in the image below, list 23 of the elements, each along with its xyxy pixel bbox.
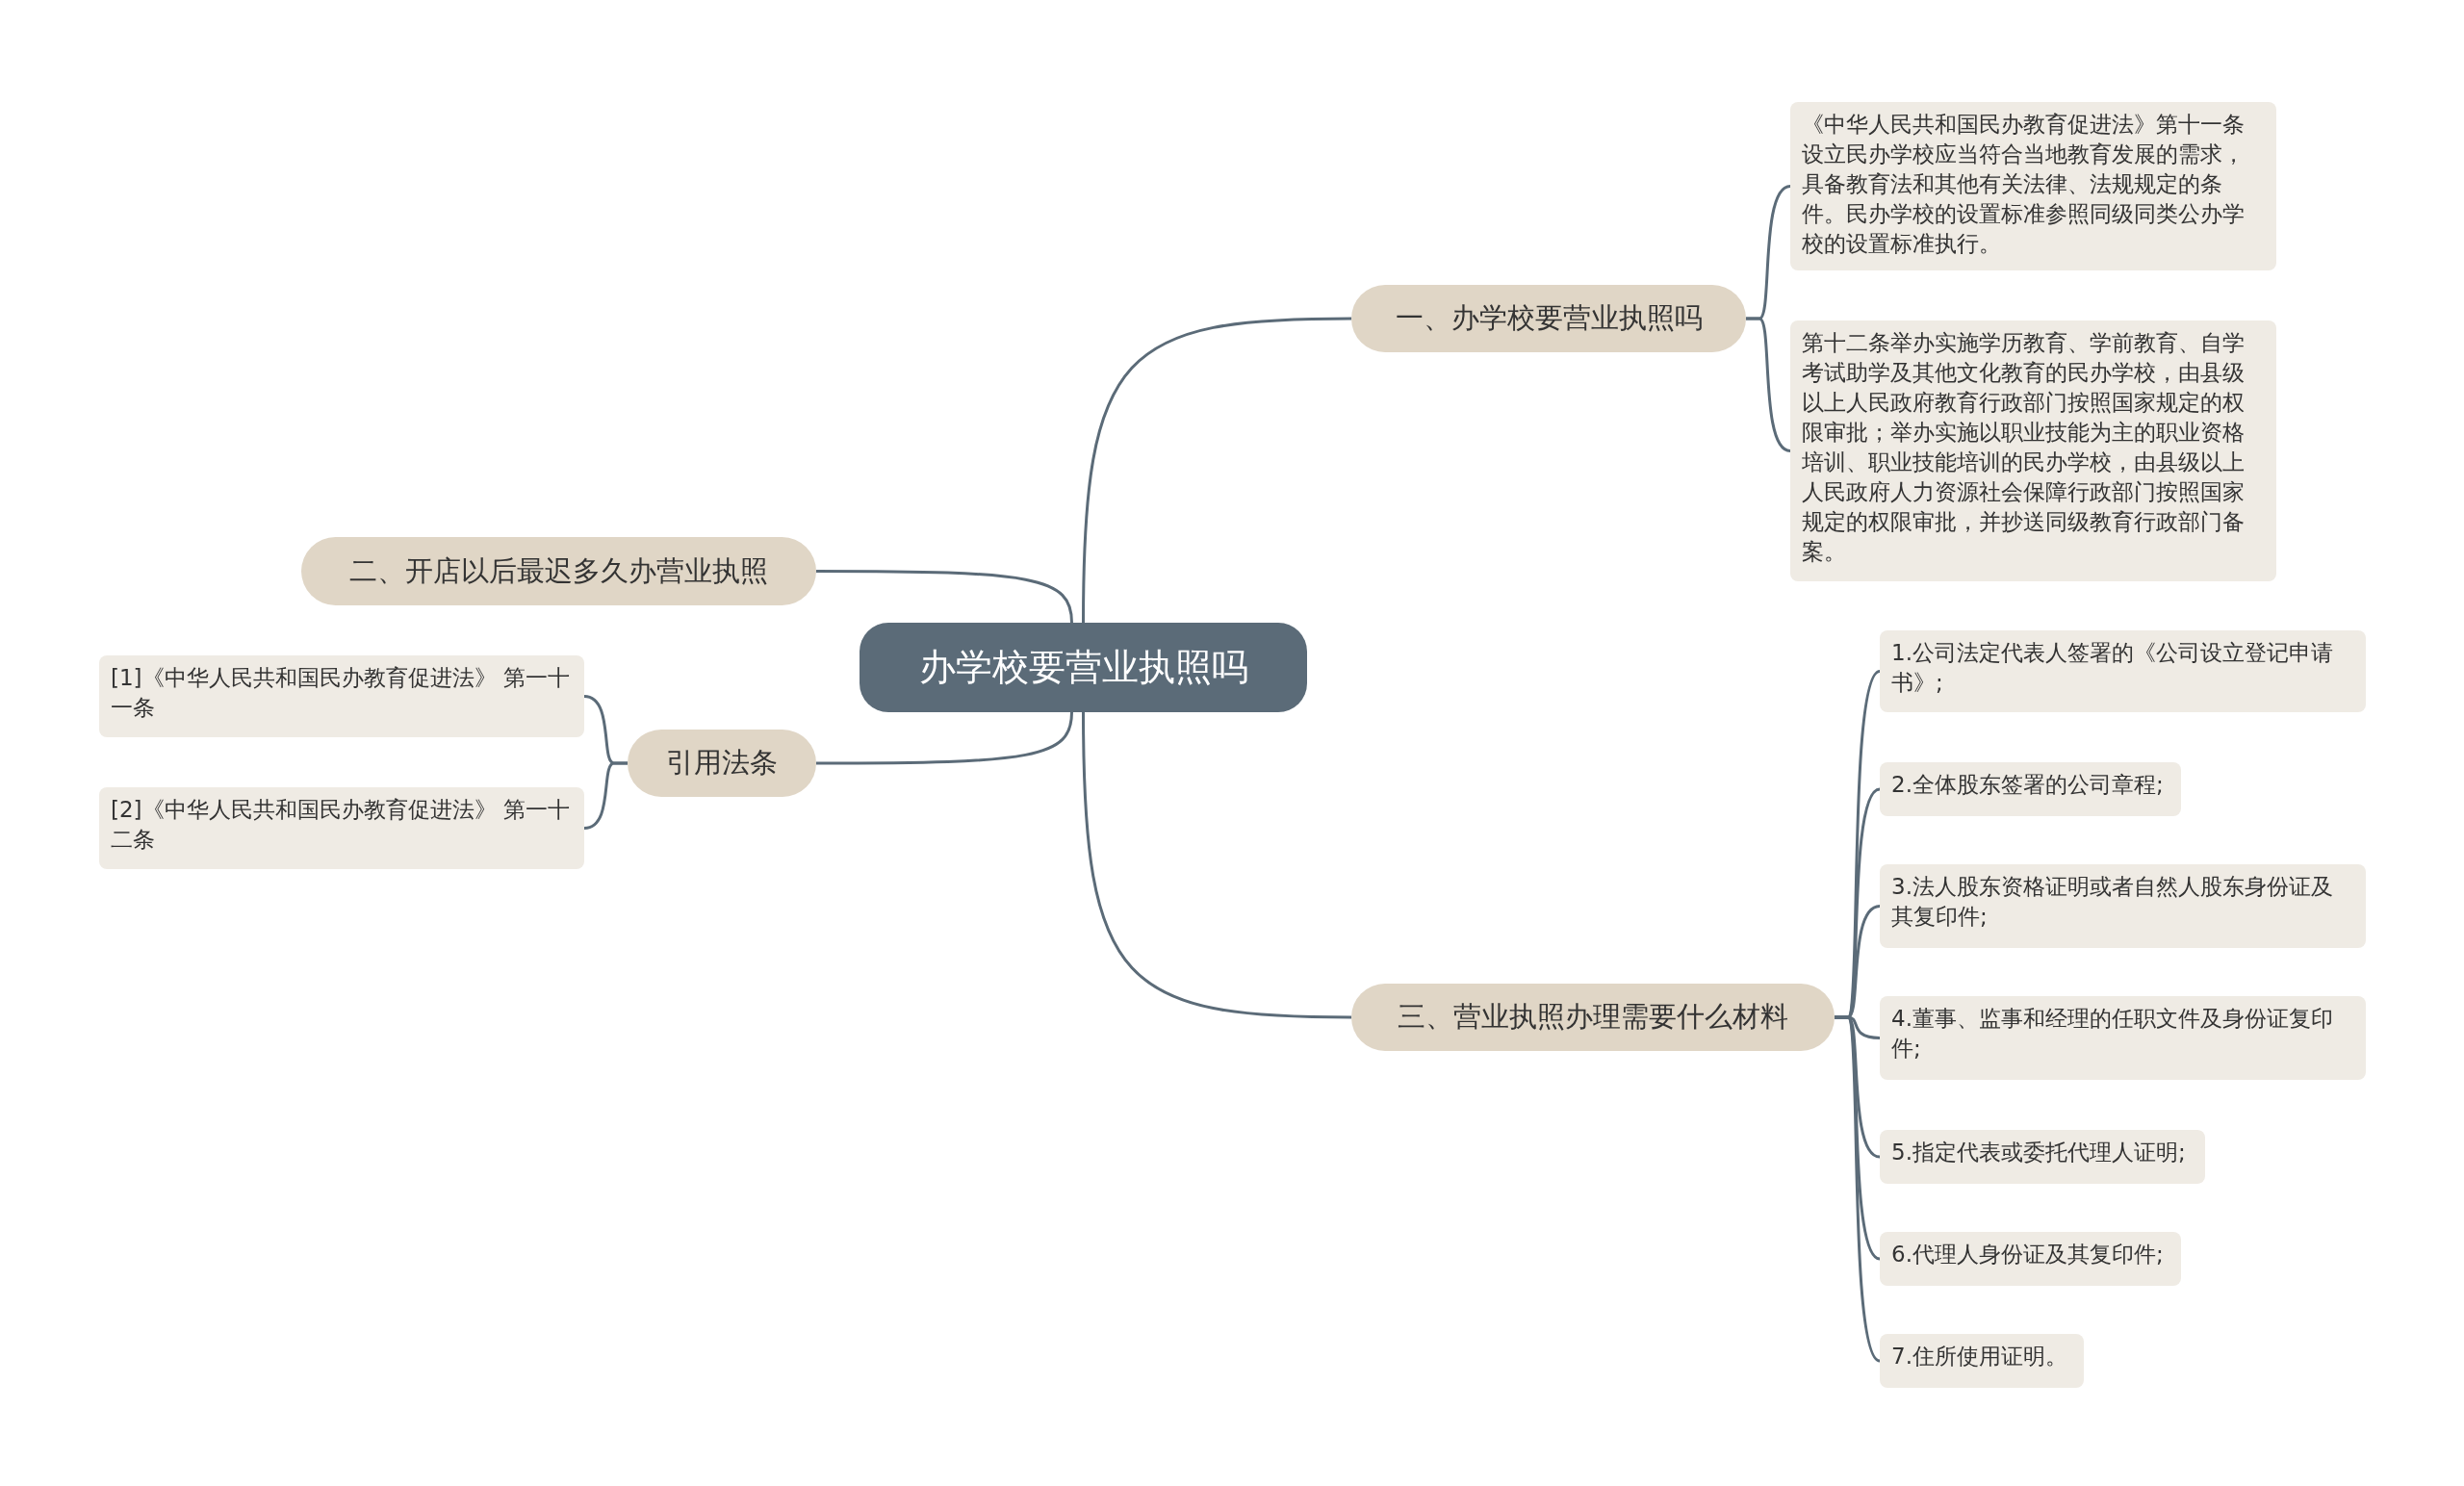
subtopic-box: 2.全体股东签署的公司章程; — [1880, 762, 2181, 816]
topic-box: 一、办学校要营业执照吗 — [1351, 285, 1746, 352]
subtopic-box: 5.指定代表或委托代理人证明; — [1880, 1130, 2205, 1184]
topic-box: 二、开店以后最迟多久办营业执照 — [301, 537, 816, 605]
subtopic-box: 《中华人民共和国民办教育促进法》第十一条设立民办学校应当符合当地教育发展的需求，具备教育法和其他有关法律、法规规定的条件。民办学校的设置标准参照同级同类公办学校的设置标准执行。 — [1790, 102, 2276, 270]
subtopic-box: 4.董事、监事和经理的任职文件及身份证复印件; — [1880, 996, 2366, 1080]
connector — [1082, 711, 1352, 1019]
subtopic-box: 6.代理人身份证及其复印件; — [1880, 1232, 2181, 1286]
connector — [1082, 317, 1352, 624]
topic-box: 三、营业执照办理需要什么材料 — [1351, 984, 1835, 1051]
subtopic-box: [2]《中华人民共和国民办教育促进法》 第一十二条 — [99, 787, 584, 869]
subtopic-box: 7.住所使用证明。 — [1880, 1334, 2084, 1388]
connector — [583, 761, 628, 830]
subtopic-box: 第十二条举办实施学历教育、学前教育、自学考试助学及其他文化教育的民办学校，由县级以上人民政府教育行政部门按照国家规定的权限审批；举办实施以职业技能为主的职业资格培训、职业技能培训的民办学校，由县级以上人民政府人力资源社会保障行政部门按照国家规定的权限审批，并抄送同级教育行政部门备案。 — [1790, 320, 2276, 581]
central-topic: 办学校要营业执照吗 — [860, 623, 1307, 712]
subtopic-box: [1]《中华人民共和国民办教育促进法》 第一十一条 — [99, 655, 584, 737]
connector — [1746, 317, 1791, 452]
connector — [1835, 1015, 1882, 1363]
connector — [816, 711, 1073, 765]
subtopic-box: 1.公司法定代表人签署的《公司设立登记申请书》; — [1880, 630, 2366, 712]
connector — [816, 570, 1073, 624]
subtopic-box: 3.法人股东资格证明或者自然人股东身份证及其复印件; — [1880, 864, 2366, 948]
topic-box: 引用法条 — [628, 730, 816, 797]
